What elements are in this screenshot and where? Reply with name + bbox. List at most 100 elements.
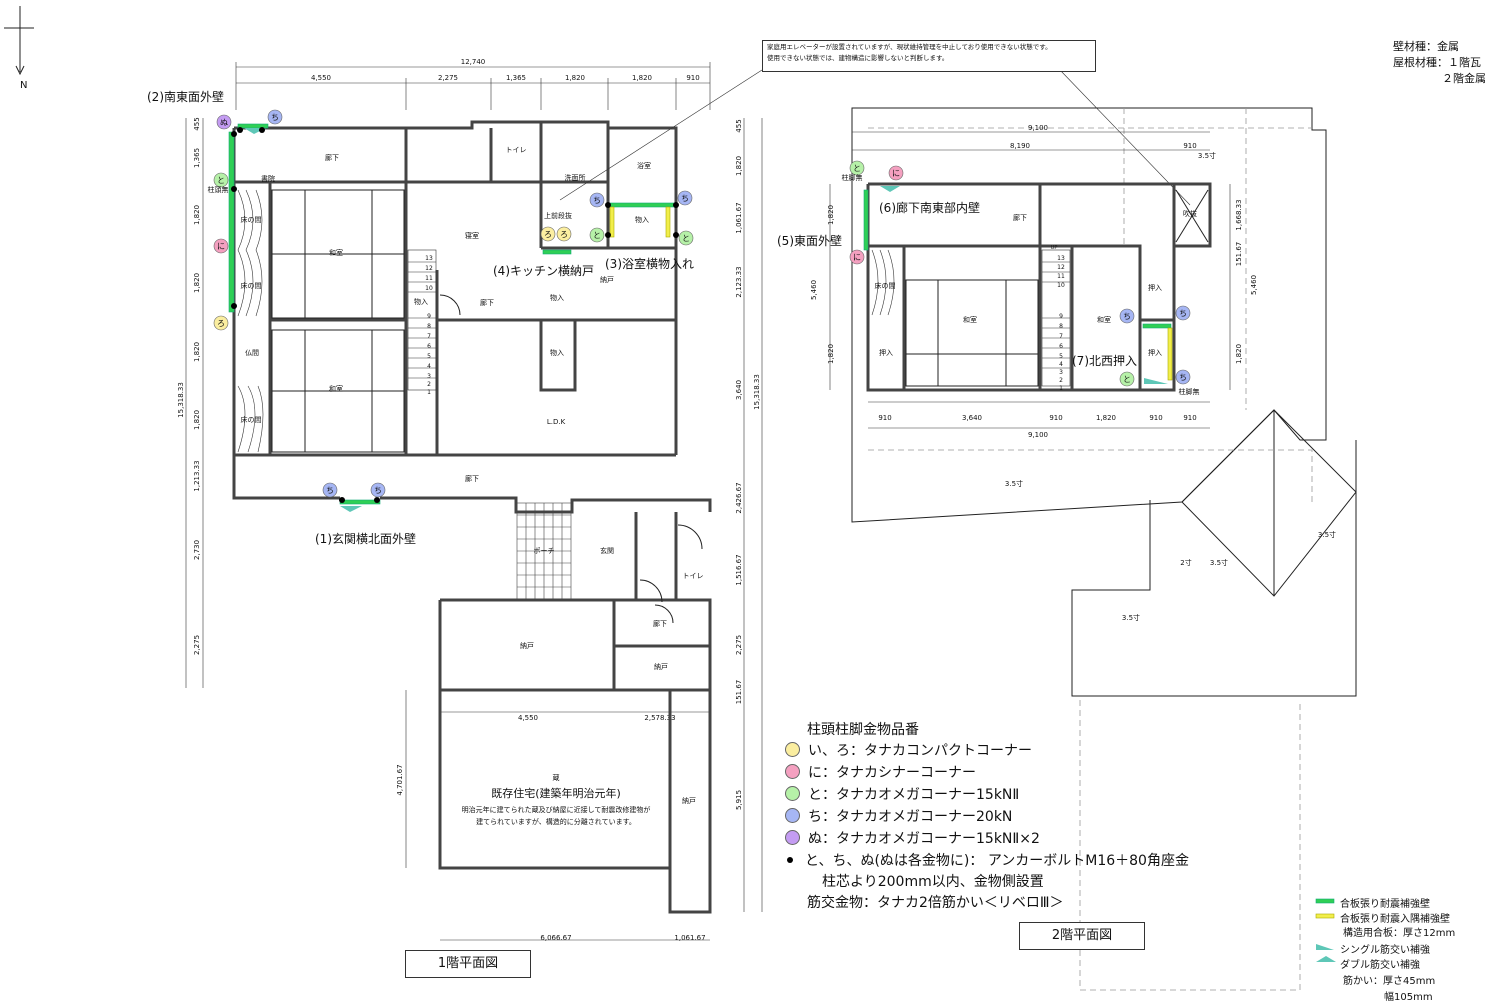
callout-entrance-wall: (1)玄関横北面外壁 <box>315 532 416 546</box>
floor1-title-box: 1階平面図 <box>405 950 531 978</box>
floor2-markers <box>849 160 1191 387</box>
svg-text:押入: 押入 <box>1148 348 1162 357</box>
room-label: 物入 <box>550 348 564 357</box>
marker-to: と <box>593 231 601 240</box>
svg-text:11: 11 <box>425 275 433 282</box>
floor2-roof-outline <box>851 107 1357 991</box>
svg-text:9,100: 9,100 <box>1028 124 1048 132</box>
f1-dim-top-seg: 1,820 <box>565 74 585 82</box>
f1-dim-left-seg: 2,275 <box>193 635 201 655</box>
svg-text:1: 1 <box>1059 385 1063 392</box>
svg-text:8,190: 8,190 <box>1010 142 1030 150</box>
svg-text:3,640: 3,640 <box>962 414 982 422</box>
svg-text:柱脚無: 柱脚無 <box>1179 387 1200 396</box>
marker-ro: ろ <box>560 230 568 239</box>
floor2-walls <box>866 182 1212 392</box>
svg-text:建てられていますが、構造的に分離されています。: 建てられていますが、構造的に分離されています。 <box>476 817 636 826</box>
green-dot-icon <box>785 786 800 801</box>
hardware-legend-title: 柱頭柱脚金物品番 <box>807 722 919 738</box>
svg-text:3: 3 <box>1059 369 1063 376</box>
f1-dim-left-seg: 1,820 <box>193 205 201 225</box>
floor2-title-box: 2階平面図 <box>1019 922 1145 950</box>
svg-text:3.5寸: 3.5寸 <box>1318 530 1336 539</box>
room-label: 寝室 <box>465 231 479 240</box>
f1-dim-top-seg: 2,275 <box>438 74 458 82</box>
svg-text:和室: 和室 <box>1097 315 1111 324</box>
floor2-details <box>829 131 1231 429</box>
svg-text:10: 10 <box>1057 282 1065 289</box>
svg-text:3: 3 <box>427 373 431 380</box>
svg-text:3.5寸: 3.5寸 <box>1005 479 1023 488</box>
f1-dim-right-total: 15,318.33 <box>753 374 761 410</box>
f1-dim-top-seg: 910 <box>686 74 699 82</box>
floor1-room-labels: 廊下 トイレ 浴室 洗面所 書院 床の間 床の間 和室 寝室 物入 物入 上前段… <box>208 146 704 805</box>
floor2-title: 2階平面図 <box>1051 928 1113 943</box>
floor1-stair-numbers: 13 12 11 10 9 8 7 6 5 4 3 2 1 <box>425 255 433 396</box>
room-label: 床の間 <box>241 215 262 224</box>
floor1-markers <box>213 109 694 498</box>
f1-dim-right-seg: 3,640 <box>735 380 743 400</box>
room-label: 仏間 <box>245 349 259 357</box>
f1-dim-top-seg: 4,550 <box>311 74 331 82</box>
f1-dim-left-seg: 1,365 <box>193 148 201 168</box>
floor1-kura-note: 既存住宅(建築年明治元年) 明治元年に建てられた蔵及び納屋に近接して耐震改修建物… <box>462 786 651 826</box>
svg-text:5,460: 5,460 <box>810 280 818 300</box>
svg-text:ち: ち <box>1179 309 1187 318</box>
svg-text:1,820: 1,820 <box>827 344 835 364</box>
f1-dim-left-seg: 1,820 <box>193 410 201 430</box>
legend-brace-width: 幅105mm <box>1384 992 1433 1003</box>
hardware-legend-item: に：タナカシナーコーナー <box>785 762 976 782</box>
svg-text:910: 910 <box>1149 414 1162 422</box>
svg-text:和室: 和室 <box>963 315 977 324</box>
svg-text:910: 910 <box>1183 142 1196 150</box>
svg-text:9: 9 <box>427 313 431 320</box>
callout-kitchen-storage: (4)キッチン横納戸 <box>493 264 594 278</box>
legend-single-brace: シングル筋交い補強 <box>1340 945 1430 956</box>
room-label: トイレ <box>506 146 527 154</box>
f1-dim-left-seg: 1,820 <box>193 273 201 293</box>
svg-text:151.67: 151.67 <box>1235 242 1243 267</box>
room-label: トイレ <box>683 572 704 580</box>
legend-plywood: 合板張り耐震補強壁 <box>1340 899 1430 910</box>
floor2-stair-numbers: 13 12 11 10 9 8 7 6 5 4 3 2 1 <box>1057 255 1065 392</box>
svg-text:廊下: 廊下 <box>1013 213 1027 222</box>
svg-text:吹抜: 吹抜 <box>1183 209 1197 218</box>
anchor-bolt-note: と、ち、ぬ(ぬは各金物に)： アンカーボルトM16＋80角座金 <box>785 850 1189 870</box>
svg-text:9,100: 9,100 <box>1028 431 1048 439</box>
marker-chi: ち <box>271 113 279 122</box>
f1-dim-right-seg: 2,426.67 <box>735 482 743 513</box>
room-label: 和室 <box>329 248 343 257</box>
svg-text:1: 1 <box>427 389 431 396</box>
svg-text:1,820: 1,820 <box>1096 414 1116 422</box>
svg-text:4: 4 <box>1059 361 1063 368</box>
callout-southeast-wall: (2)南東面外壁 <box>147 90 224 104</box>
room-label: 廊下 <box>325 153 339 162</box>
yellow-dot-icon <box>785 742 800 757</box>
callout-northwest-closet: (7)北西押入 <box>1072 354 1137 368</box>
bullet-icon <box>787 857 793 863</box>
anchor-bolt-note-2: 柱芯より200mm以内、金物側設置 <box>822 874 1044 890</box>
marker-ni: に <box>217 242 225 251</box>
svg-text:10: 10 <box>425 285 433 292</box>
svg-text:と: と <box>853 164 861 173</box>
f1-dim-left-seg: 1,213.33 <box>193 460 201 491</box>
f1-dim-kura-left: 4,701.67 <box>396 764 404 795</box>
room-label: 物入 <box>635 215 649 224</box>
callout-bath-closet: (3)浴室横物入れ <box>605 257 694 271</box>
floor2-reinforcement <box>863 186 1173 384</box>
marker-chi: ち <box>326 486 334 495</box>
svg-text:5: 5 <box>1059 353 1063 360</box>
elevator-note-line: 家庭用エレベーターが設置されていますが、現状維持管理を中止しており使用できない状… <box>767 43 1052 51</box>
svg-text:5,460: 5,460 <box>1250 275 1258 295</box>
room-label: 上前段抜 <box>544 211 572 220</box>
marker-ro: ろ <box>544 230 552 239</box>
legend-double-brace: ダブル筋交い補強 <box>1340 960 1420 971</box>
floor2-marker-labels: と に に ち ち と ち <box>853 164 1187 384</box>
f1-dim-left-seg: 1,820 <box>193 342 201 362</box>
svg-text:910: 910 <box>878 414 891 422</box>
f1-dim-top-total: 12,740 <box>461 58 486 66</box>
callout-hallway-wall: (6)廊下南東部内壁 <box>879 201 980 215</box>
svg-text:明治元年に建てられた蔵及び納屋に近接して耐震改修建物が: 明治元年に建てられた蔵及び納屋に近接して耐震改修建物が <box>462 805 651 814</box>
brace-hardware-note: 筋交金物：タナカ2倍筋かい＜リベロⅢ＞ <box>807 895 1064 911</box>
elevator-note-line: 使用できない状態では、建物構造に影響しないと判断します。 <box>767 54 949 62</box>
